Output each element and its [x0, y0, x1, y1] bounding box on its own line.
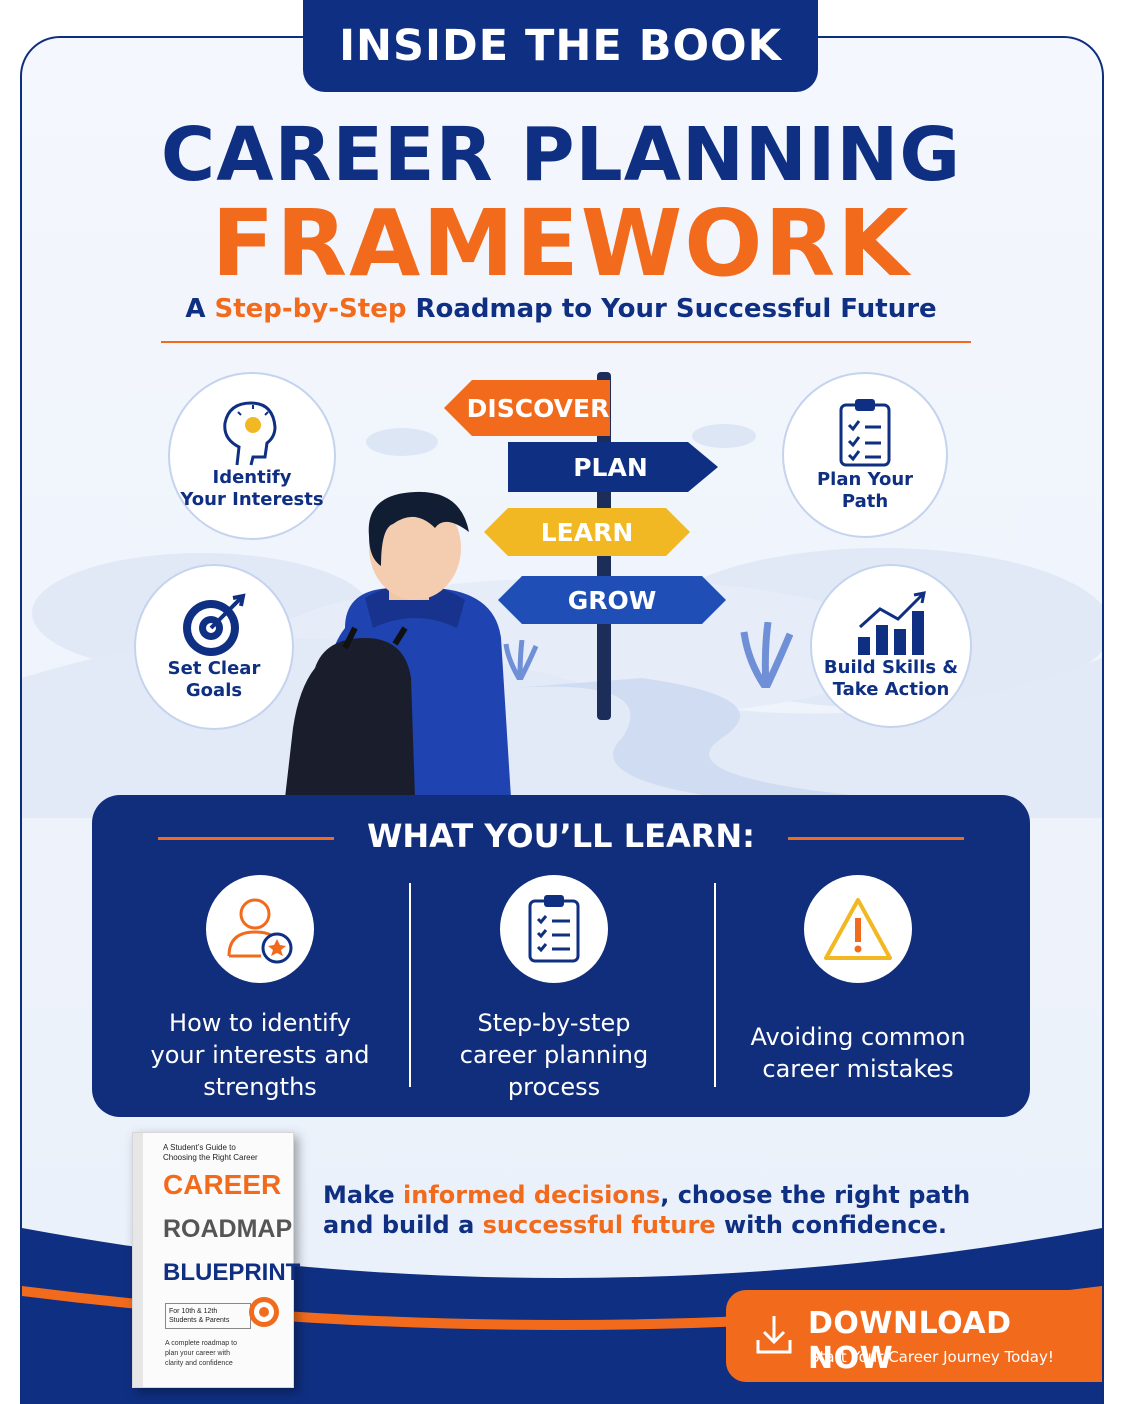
learn-sign-label: LEARN: [540, 517, 634, 547]
tagline-text: and build a: [323, 1211, 483, 1239]
tagline-text: with confidence.: [715, 1211, 948, 1239]
tagline: Make informed decisions, choose the righ…: [323, 1180, 1023, 1240]
tagline-line-2: and build a successful future with confi…: [323, 1210, 1023, 1240]
plan-path-bubble: Plan Your Path: [782, 372, 948, 538]
download-now-button[interactable]: DOWNLOAD NOW Start Your Career Journey T…: [726, 1290, 1102, 1382]
target-icon: [183, 593, 246, 656]
person-star-icon: [227, 898, 293, 964]
learn-item-1-line-1: How to identify: [169, 1009, 351, 1037]
plan-sign-label: PLAN: [573, 452, 648, 482]
subtitle-post: Roadmap to Your Successful Future: [406, 294, 937, 324]
download-label: DOWNLOAD NOW: [808, 1306, 1012, 1376]
plan-path-line-1: Plan Your: [816, 469, 914, 490]
download-icon: [756, 1316, 792, 1354]
title-line-2: FRAMEWORK: [211, 190, 911, 297]
column-divider-2: [714, 883, 716, 1087]
plan-sign-shape: [508, 442, 718, 492]
book-word-roadmap: ROADMAP: [163, 1215, 293, 1243]
tagline-text: Make: [323, 1181, 404, 1209]
learn-sign-shape: [484, 508, 690, 556]
bush-right-icon: [740, 622, 794, 688]
book-target-icon: [249, 1297, 279, 1327]
discover-sign-label: DISCOVER: [466, 393, 610, 423]
learn-item-1-line-3: strengths: [203, 1073, 317, 1101]
heading-rule-left: [158, 837, 334, 840]
subtitle-divider: [161, 341, 971, 343]
warning-icon: [824, 898, 892, 960]
download-sublabel: Start Your Career Journey Today!: [810, 1348, 1054, 1366]
inside-the-book-badge: INSIDE THE BOOK: [303, 0, 818, 92]
learn-item-2-line-1: Step-by-step: [477, 1009, 631, 1037]
set-goals-bubble: Set Clear Goals: [134, 564, 294, 730]
student-illustration: [285, 491, 511, 798]
identify-interests-bubble: Identify Your Interests: [168, 372, 336, 540]
learn-icon-circle: [500, 875, 608, 983]
learn-item-3-line-1: Avoiding common: [750, 1023, 966, 1051]
bush-left-icon: [503, 640, 539, 680]
book-blurb-3: clarity and confidence: [165, 1360, 233, 1367]
subtitle-pre: A: [185, 294, 215, 324]
identify-line-2: Your Interests: [180, 489, 324, 510]
subtitle-highlight: Step-by-Step: [214, 294, 407, 324]
learn-item-2-line-2: career planning: [459, 1041, 649, 1069]
learn-item-1-line-2: your interests and: [150, 1041, 370, 1069]
learn-heading: WHAT YOU’LL LEARN:: [367, 817, 755, 855]
book-spine: [133, 1133, 143, 1387]
what-youll-learn-panel: WHAT YOU’LL LEARN: How to identify your …: [92, 795, 1030, 1117]
build-skills-line-2: Take Action: [832, 679, 950, 700]
column-divider-1: [409, 883, 411, 1087]
set-goals-line-2: Goals: [185, 680, 243, 701]
build-skills-bubble: Build Skills & Take Action: [810, 564, 972, 728]
tagline-highlight: successful future: [482, 1211, 716, 1239]
heading-rule-right: [788, 837, 964, 840]
book-word-blueprint: BLUEPRINT: [163, 1259, 301, 1286]
learn-item-mistakes: Avoiding common career mistakes: [708, 875, 1008, 1085]
book-word-career: CAREER: [163, 1169, 282, 1200]
set-goals-line-1: Set Clear: [167, 658, 261, 679]
tagline-highlight: informed decisions: [403, 1181, 661, 1209]
title-line-1: CAREER PLANNING: [160, 112, 962, 198]
tagline-text: , choose the right path: [660, 1181, 971, 1209]
learn-icon-circle: [804, 875, 912, 983]
learn-item-text: How to identify your interests and stren…: [110, 1007, 410, 1103]
grow-sign-label: GROW: [567, 585, 657, 615]
book-kicker-1: A Student’s Guide to: [163, 1143, 236, 1152]
book-blurb: A complete roadmap to plan your career wi…: [165, 1339, 237, 1369]
learn-item-text: Step-by-step career planning process: [404, 1007, 704, 1103]
learn-item-2-line-3: process: [507, 1073, 601, 1101]
learn-item-process: Step-by-step career planning process: [404, 875, 704, 1103]
subtitle: A Step-by-Step Roadmap to Your Successfu…: [0, 294, 1122, 324]
plan-path-line-2: Path: [841, 491, 889, 512]
tagline-line-1: Make informed decisions, choose the righ…: [323, 1180, 1023, 1210]
book-audience-1: For 10th & 12th: [169, 1308, 218, 1315]
checklist-icon: [528, 895, 580, 963]
clipboard-check-icon: [839, 399, 891, 467]
learn-item-3-line-2: career mistakes: [762, 1055, 954, 1083]
discover-sign-shape: [444, 380, 610, 436]
learn-icon-circle: [206, 875, 314, 983]
head-bulb-icon: [223, 401, 277, 466]
growth-chart-icon: [858, 591, 926, 655]
book-blurb-1: A complete roadmap to: [165, 1340, 237, 1347]
learn-item-interests: How to identify your interests and stren…: [110, 875, 410, 1103]
book-blurb-2: plan your career with: [165, 1350, 230, 1357]
book-audience-2: Students & Parents: [169, 1317, 230, 1324]
grow-sign-shape: [498, 576, 726, 624]
learn-item-text: Avoiding common career mistakes: [708, 1021, 1008, 1085]
build-skills-line-1: Build Skills &: [823, 657, 959, 678]
book-kicker-2: Choosing the Right Career: [163, 1153, 258, 1162]
identify-line-1: Identify: [212, 467, 292, 488]
